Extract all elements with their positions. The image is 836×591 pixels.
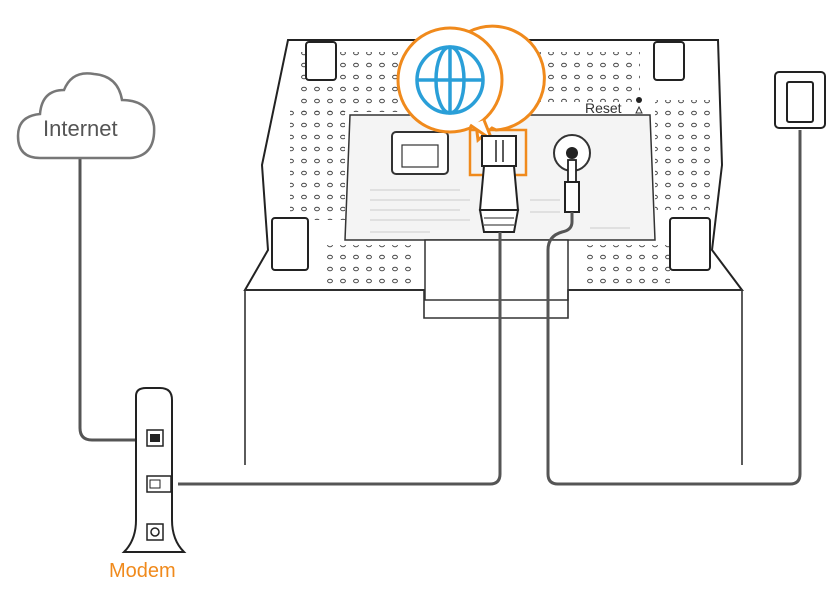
rubber-foot — [653, 41, 685, 81]
vent-holes — [322, 245, 417, 285]
lan-port — [391, 131, 449, 175]
modem-device — [121, 387, 187, 553]
rubber-foot — [669, 217, 711, 271]
vent-holes — [655, 100, 715, 210]
rubber-foot — [305, 41, 337, 81]
router-unit — [243, 39, 744, 465]
label-plate — [370, 189, 630, 233]
vent-holes — [290, 110, 345, 220]
modem-power-port — [146, 523, 164, 541]
cable-modem-to-router — [178, 232, 502, 486]
ethernet-plug-icon — [478, 135, 520, 233]
reset-pinhole — [636, 97, 642, 103]
modem-label: Modem — [109, 560, 176, 582]
cables — [78, 130, 802, 486]
globe-icon — [415, 45, 485, 115]
reset-triangle-icon — [635, 105, 643, 114]
rubber-foot — [271, 217, 309, 271]
modem-port — [146, 475, 172, 493]
reset-label: Reset — [585, 100, 622, 116]
cloud-icon — [16, 72, 156, 160]
internet-port-callout — [396, 24, 546, 145]
power-adapter-icon — [774, 71, 826, 129]
vent-holes — [580, 245, 670, 285]
cable-power-adapter — [546, 130, 802, 486]
internet-label: Internet — [43, 116, 118, 141]
cable-internet-to-modem — [78, 156, 150, 442]
